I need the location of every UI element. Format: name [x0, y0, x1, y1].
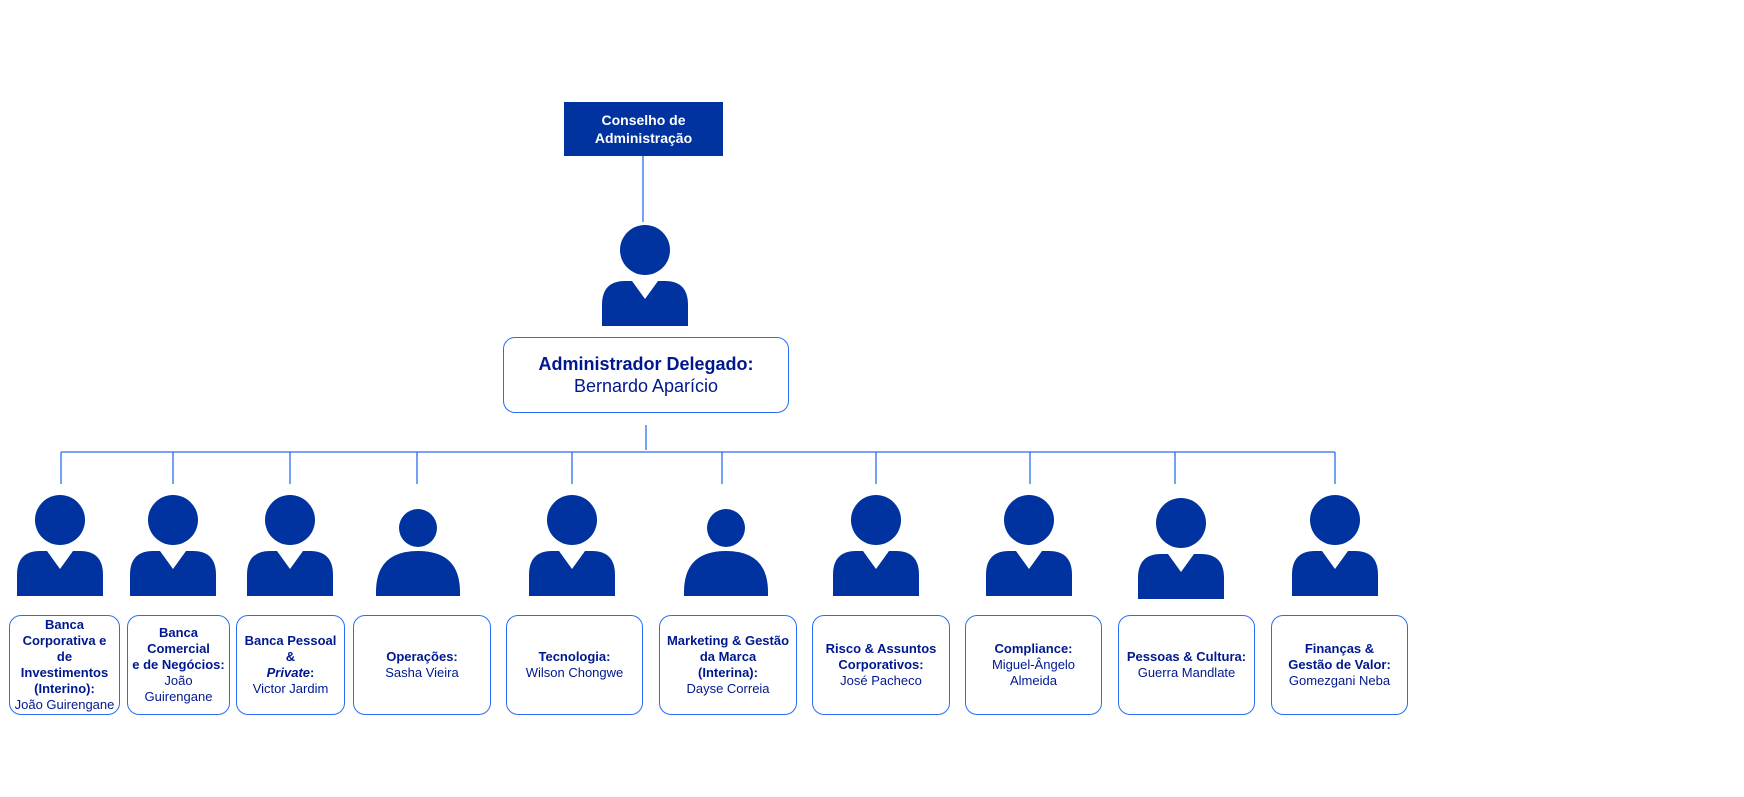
department-role: Banca Pessoal &Private:: [239, 633, 342, 681]
ceo-box: Administrador Delegado: Bernardo Aparíci…: [503, 337, 789, 413]
department-box: Finanças & Gestão de Valor:Gomezgani Neb…: [1271, 615, 1408, 715]
department-head-name: Sasha Vieira: [385, 665, 459, 680]
board-of-directors-box: Conselho de Administração: [564, 102, 723, 156]
department-head-name: Gomezgani Neba: [1288, 673, 1391, 688]
department-role-part: :: [310, 665, 315, 680]
person-male-icon: [247, 495, 333, 596]
department-head-name: Dayse Correia: [686, 681, 770, 696]
department-role: Pessoas & Cultura:: [1126, 649, 1247, 664]
person-male-icon: [602, 225, 688, 326]
department-role: Compliance:: [994, 641, 1073, 656]
person-male-icon: [833, 495, 919, 596]
department-box: Tecnologia:Wilson Chongwe: [506, 615, 643, 715]
department-role-part: Private: [266, 665, 311, 680]
person-male-icon: [1292, 495, 1378, 596]
department-head-name: José Pacheco: [840, 673, 922, 688]
department-box: Banca Pessoal &Private:Victor Jardim: [236, 615, 345, 715]
department-box: Operações:Sasha Vieira: [353, 615, 491, 715]
department-role: Banca Corporativa e de Investimentos (In…: [20, 617, 109, 696]
person-male-icon: [986, 495, 1072, 596]
department-head-name: Victor Jardim: [252, 681, 329, 696]
department-box: Compliance:Miguel-Ângelo Almeida: [965, 615, 1102, 715]
ceo-role: Administrador Delegado:: [538, 354, 754, 374]
department-box: Risco & Assuntos Corporativos:José Pache…: [812, 615, 950, 715]
department-role: Risco & Assuntos Corporativos:: [825, 641, 937, 672]
department-role: Operações:: [386, 649, 458, 664]
department-box: Pessoas & Cultura:Guerra Mandlate: [1118, 615, 1255, 715]
department-role: Marketing & Gestão da Marca (Interina):: [666, 633, 790, 680]
person-male-icon: [1138, 498, 1224, 599]
person-female-icon: [684, 509, 768, 596]
department-role: Banca Comercial e de Negócios:: [132, 625, 225, 672]
person-female-icon: [376, 509, 460, 596]
department-box: Marketing & Gestão da Marca (Interina):D…: [659, 615, 797, 715]
person-male-icon: [17, 495, 103, 596]
person-male-icon: [130, 495, 216, 596]
department-head-name: Miguel-Ângelo Almeida: [991, 657, 1076, 688]
board-label: Conselho de Administração: [594, 112, 693, 146]
department-head-name: João Guirengane: [14, 697, 115, 712]
department-box: Banca Comercial e de Negócios:João Guire…: [127, 615, 230, 715]
department-role: Tecnologia:: [538, 649, 611, 664]
person-male-icon: [529, 495, 615, 596]
department-head-name: Wilson Chongwe: [525, 665, 624, 680]
ceo-name: Bernardo Aparício: [573, 376, 719, 396]
department-box: Banca Corporativa e de Investimentos (In…: [9, 615, 120, 715]
department-role-part: Banca Pessoal &: [244, 633, 337, 664]
department-head-name: João Guirengane: [144, 673, 213, 704]
department-head-name: Guerra Mandlate: [1137, 665, 1236, 680]
department-role: Finanças & Gestão de Valor:: [1288, 641, 1391, 672]
